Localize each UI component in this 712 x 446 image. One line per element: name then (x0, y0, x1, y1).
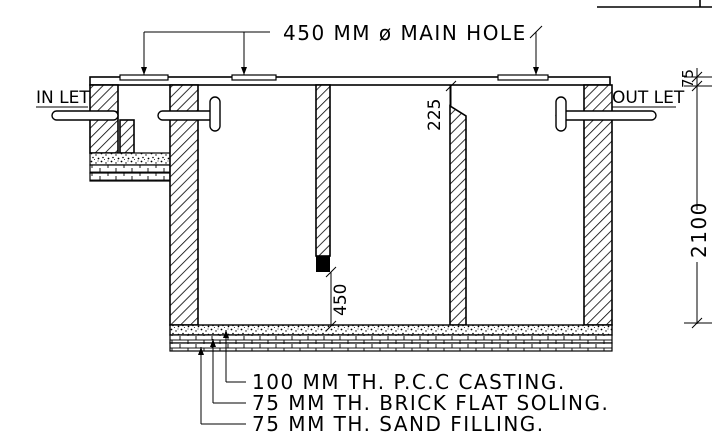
inlet-label: IN LET (36, 88, 90, 108)
dim-75: 75 (679, 69, 697, 88)
pcc-label: 100 MM TH. P.C.C CASTING. (252, 370, 566, 394)
base-layer-leaders (198, 330, 246, 425)
outlet-pipe (555, 96, 657, 132)
title-block-corner (597, 0, 712, 8)
dim-225: 225 (425, 99, 445, 131)
sand-label: 75 MM TH. SAND FILLING. (252, 412, 545, 436)
top-slab (89, 74, 611, 86)
main-hole-leader (141, 25, 543, 75)
dim-2100: 2100 (687, 201, 711, 258)
dim-450: 450 (331, 284, 351, 316)
dim-450-lines (325, 266, 337, 332)
main-hole-label: 450 MM ø MAIN HOLE (283, 21, 527, 45)
inlet-pipe (51, 96, 221, 132)
soling-label: 75 MM TH. BRICK FLAT SOLING. (252, 391, 609, 415)
dim-225-lines (445, 80, 457, 106)
dim-2100-lines (684, 68, 712, 329)
tank-base-layers (169, 324, 613, 352)
inlet-chamber-base (89, 152, 171, 182)
inlet-chamber-inner-wall (119, 119, 135, 154)
tank-right-wall (583, 84, 613, 326)
tank-left-wall (169, 84, 199, 326)
partition-wall (449, 85, 467, 326)
hanging-baffle (315, 84, 331, 272)
outlet-label: OUT LET (612, 88, 685, 108)
